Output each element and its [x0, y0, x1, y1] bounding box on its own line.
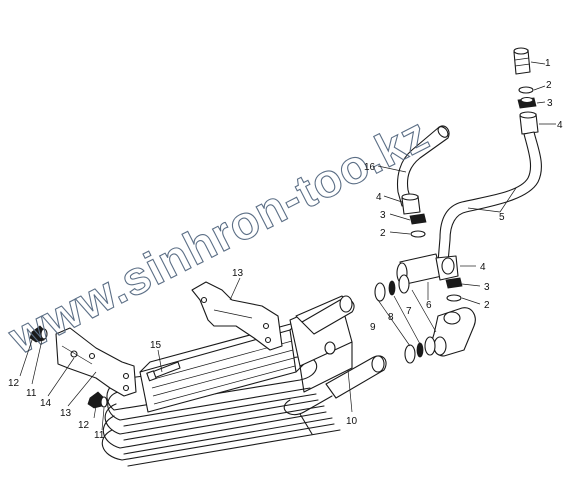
- washer-2-mid: [410, 230, 426, 238]
- callout-labels: 1 2 3 4 16 4 3 2 5 4 3 2 6 7 8 9 13 15 1…: [8, 58, 563, 441]
- callout-7: 7: [406, 306, 412, 317]
- callout-8: 8: [388, 312, 394, 323]
- callout-2: 2: [484, 300, 490, 311]
- callout-15: 15: [150, 340, 162, 351]
- callout-3: 3: [380, 210, 386, 221]
- fitting-1: [513, 47, 531, 75]
- nut-12-lower: [87, 391, 108, 409]
- callout-13: 13: [60, 408, 72, 419]
- callout-1: 1: [545, 58, 551, 69]
- callout-2: 2: [380, 228, 386, 239]
- callout-4: 4: [376, 192, 382, 203]
- callout-9: 9: [370, 322, 376, 333]
- pipe-16: [396, 125, 450, 207]
- callout-2: 2: [546, 80, 552, 91]
- cooler-outlet-pipes: [283, 295, 387, 435]
- nut-4-mid: [401, 193, 421, 215]
- callout-12: 12: [8, 378, 20, 389]
- callout-10: 10: [346, 416, 358, 427]
- washer-2-right: [446, 294, 462, 302]
- bolt-15: [146, 361, 181, 382]
- elbow-fitting-7: [431, 307, 476, 357]
- pipe-5: [437, 131, 542, 263]
- callout-12: 12: [78, 420, 90, 431]
- callout-6: 6: [426, 300, 432, 311]
- callout-11: 11: [94, 430, 105, 441]
- seal-rings-upper: [374, 274, 410, 302]
- callout-3: 3: [484, 282, 490, 293]
- oil-cooler-assembly: [29, 281, 387, 467]
- nut-3-top: [517, 96, 537, 109]
- leader-lines: [19, 61, 556, 431]
- callout-11: 11: [26, 388, 37, 399]
- callout-16: 16: [364, 162, 376, 173]
- callout-3: 3: [547, 98, 553, 109]
- callout-5: 5: [499, 212, 505, 223]
- callout-13: 13: [232, 268, 244, 279]
- nut-3-right: [445, 277, 463, 289]
- nut-3-mid: [409, 213, 427, 225]
- washer-2-top: [518, 86, 534, 94]
- callout-4: 4: [557, 120, 563, 131]
- nut-4-top: [519, 111, 539, 135]
- callout-14: 14: [40, 398, 52, 409]
- side-bracket: [55, 327, 137, 397]
- upper-bracket: [191, 281, 283, 351]
- seal-rings-lower: [404, 336, 436, 364]
- callout-4: 4: [480, 262, 486, 273]
- nut-12-upper: [29, 325, 48, 343]
- pipe-assembly: [374, 47, 542, 364]
